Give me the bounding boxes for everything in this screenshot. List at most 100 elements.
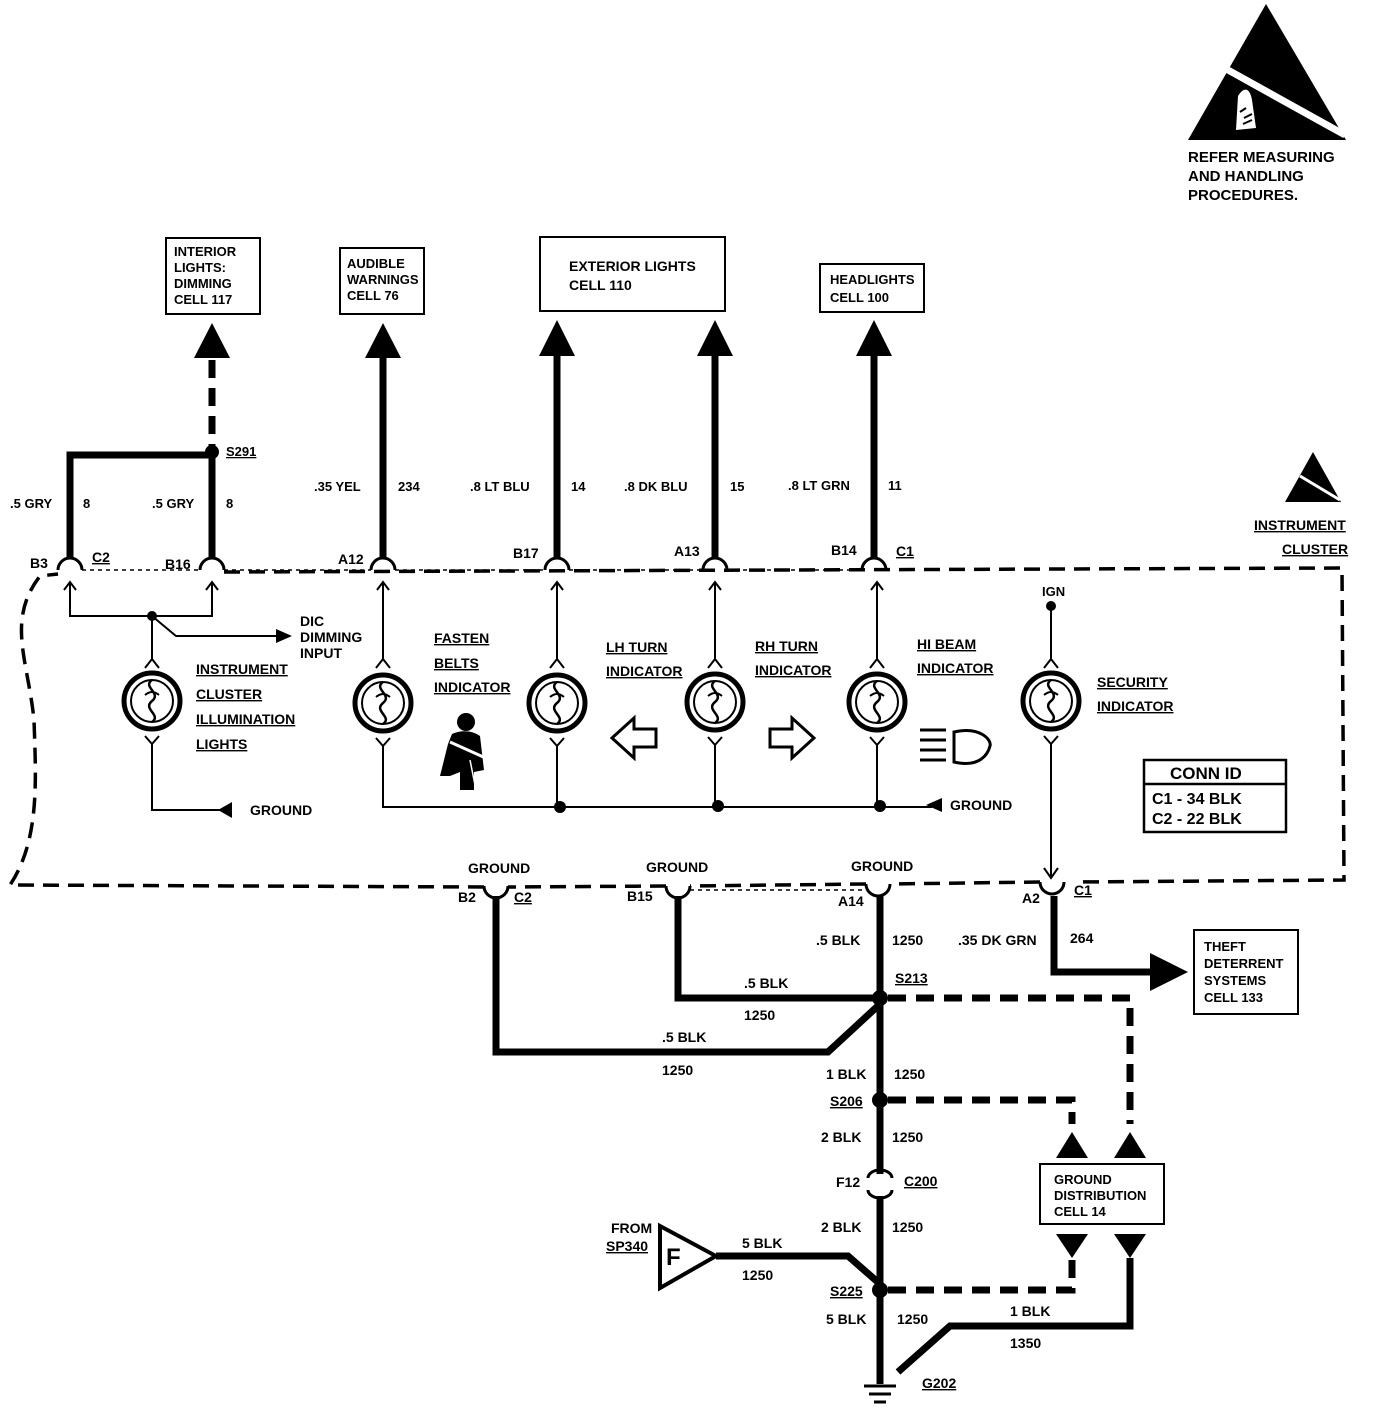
svg-text:CELL 110: CELL 110 — [569, 277, 632, 293]
wire-circuit: 1250 — [894, 1066, 925, 1082]
dic-label: INPUT — [300, 645, 342, 661]
illumination-label: LIGHTS — [196, 736, 247, 752]
wire-circuit: 1250 — [892, 1219, 923, 1235]
connector-label: C200 — [904, 1173, 938, 1189]
wire-circuit: 1250 — [892, 1129, 923, 1145]
pin-label: A12 — [338, 551, 364, 567]
esd-small-triangle-icon — [1285, 452, 1341, 502]
box-theft-deterrent[interactable]: THEFT DETERRENT SYSTEMS CELL 133 — [1193, 929, 1299, 1015]
wire-gauge: .5 BLK — [662, 1029, 706, 1045]
bottom-ground-label: GROUND — [851, 858, 913, 874]
svg-text:AUDIBLE: AUDIBLE — [347, 256, 405, 271]
pin-label: A2 — [1022, 890, 1040, 906]
wire-gauge: 5 BLK — [826, 1311, 866, 1327]
box-audible-warnings[interactable]: AUDIBLE WARNINGS CELL 76 — [339, 247, 425, 315]
fasten-belts-label: BELTS — [434, 655, 479, 671]
svg-text:LIGHTS:: LIGHTS: — [174, 260, 226, 275]
esd-warning-triangle-icon — [1188, 4, 1347, 140]
wire-gauge: 2 BLK — [821, 1219, 861, 1235]
pin-label: B14 — [831, 542, 857, 558]
illumination-circuit — [63, 580, 292, 818]
security-label: INDICATOR — [1097, 698, 1173, 714]
wire-circuit-14 — [539, 320, 575, 558]
wire-gauge: .35 DK GRN — [958, 932, 1037, 948]
pin-label: B17 — [513, 545, 539, 561]
splice-s213: S213 — [895, 970, 928, 986]
cluster-label: CLUSTER — [1282, 541, 1348, 557]
wire-circuit: 1250 — [662, 1062, 693, 1078]
illumination-label: INSTRUMENT — [196, 661, 288, 677]
wire-gauge: .5 GRY — [10, 496, 52, 511]
wire-gauge: .8 LT BLU — [470, 479, 530, 494]
svg-text:C1 - 34 BLK: C1 - 34 BLK — [1152, 791, 1242, 808]
bottom-ground-label: GROUND — [646, 859, 708, 875]
wire-circuit: 264 — [1070, 930, 1094, 946]
splice-s206: S206 — [830, 1093, 863, 1109]
ground-label: GROUND — [950, 797, 1012, 813]
wire-gauge: .8 DK BLU — [624, 479, 688, 494]
wire-circuit: 1350 — [1010, 1335, 1041, 1351]
seat-belt-icon — [440, 713, 491, 791]
pin-label: B15 — [627, 888, 653, 904]
pin-label: F12 — [836, 1174, 860, 1190]
instrument-cluster-outline — [6, 566, 1346, 889]
box-headlights[interactable]: HEADLIGHTS CELL 100 — [819, 263, 925, 313]
right-turn-arrow-icon — [768, 714, 817, 762]
splice-s291: S291 — [226, 444, 256, 459]
wire-circuit-8-to-interior — [66, 323, 230, 558]
wire-gauge: 5 BLK — [742, 1235, 782, 1251]
dic-label: DIC — [300, 613, 324, 629]
box-interior-lights[interactable]: INTERIOR LIGHTS: DIMMING CELL 117 — [165, 237, 261, 315]
box-ground-distribution[interactable]: GROUND DISTRIBUTION CELL 14 — [1039, 1163, 1165, 1225]
wire-circuit: 1250 — [892, 932, 923, 948]
svg-text:DETERRENT: DETERRENT — [1204, 956, 1284, 971]
connector-label: C1 — [1074, 882, 1092, 898]
fasten-belts-label: INDICATOR — [434, 679, 510, 695]
hi-beam-label: INDICATOR — [917, 660, 993, 676]
top-connector-cups — [56, 556, 888, 571]
wire-gauge: .35 YEL — [314, 479, 361, 494]
svg-text:CELL 76: CELL 76 — [347, 288, 399, 303]
illumination-label: CLUSTER — [196, 686, 262, 702]
wire-gauge: 1 BLK — [826, 1066, 866, 1082]
svg-text:DISTRIBUTION: DISTRIBUTION — [1054, 1188, 1146, 1203]
svg-text:SYSTEMS: SYSTEMS — [1204, 973, 1266, 988]
wire-gauge: 1 BLK — [1010, 1303, 1050, 1319]
from-label: FROM — [611, 1220, 652, 1236]
pin-label: B3 — [30, 555, 48, 571]
connector-label: C1 — [896, 543, 914, 559]
svg-text:HEADLIGHTS: HEADLIGHTS — [830, 272, 915, 287]
svg-text:CELL 14: CELL 14 — [1054, 1204, 1107, 1219]
pin-label: B16 — [165, 556, 191, 572]
rh-turn-label: RH TURN — [755, 638, 818, 654]
esd-note-line: PROCEDURES. — [1188, 187, 1298, 204]
wire-circuit: 11 — [888, 478, 902, 493]
ign-label: IGN — [1042, 584, 1065, 599]
svg-text:CONN ID: CONN ID — [1170, 764, 1242, 783]
cluster-label: INSTRUMENT — [1254, 517, 1346, 533]
conn-id-table: CONN ID C1 - 34 BLK C2 - 22 BLK — [1142, 758, 1288, 834]
rh-turn-label: INDICATOR — [755, 662, 831, 678]
splice-s225: S225 — [830, 1283, 863, 1299]
box-exterior-lights[interactable]: EXTERIOR LIGHTS CELL 110 — [539, 236, 726, 312]
wire-circuit-11 — [856, 320, 892, 558]
indicator-circuit — [355, 580, 1079, 880]
fasten-belts-label: FASTEN — [434, 630, 489, 646]
svg-text:C2 - 22 BLK: C2 - 22 BLK — [1152, 811, 1242, 828]
wire-circuit-15 — [697, 320, 733, 558]
dic-label: DIMMING — [300, 629, 362, 645]
svg-text:GROUND: GROUND — [1054, 1172, 1112, 1187]
svg-text:CELL 117: CELL 117 — [174, 292, 232, 307]
bottom-ground-label: GROUND — [468, 860, 530, 876]
pin-label: B2 — [458, 889, 476, 905]
wire-circuit: 1250 — [744, 1007, 775, 1023]
wire-circuit: 1250 — [742, 1267, 773, 1283]
wire-gauge: .8 LT GRN — [788, 478, 850, 493]
left-turn-arrow-icon — [609, 714, 658, 762]
pin-label: A14 — [838, 893, 864, 909]
connector-label: C2 — [514, 889, 532, 905]
connector-f-icon: F — [658, 1222, 721, 1292]
lh-turn-label: LH TURN — [606, 639, 667, 655]
